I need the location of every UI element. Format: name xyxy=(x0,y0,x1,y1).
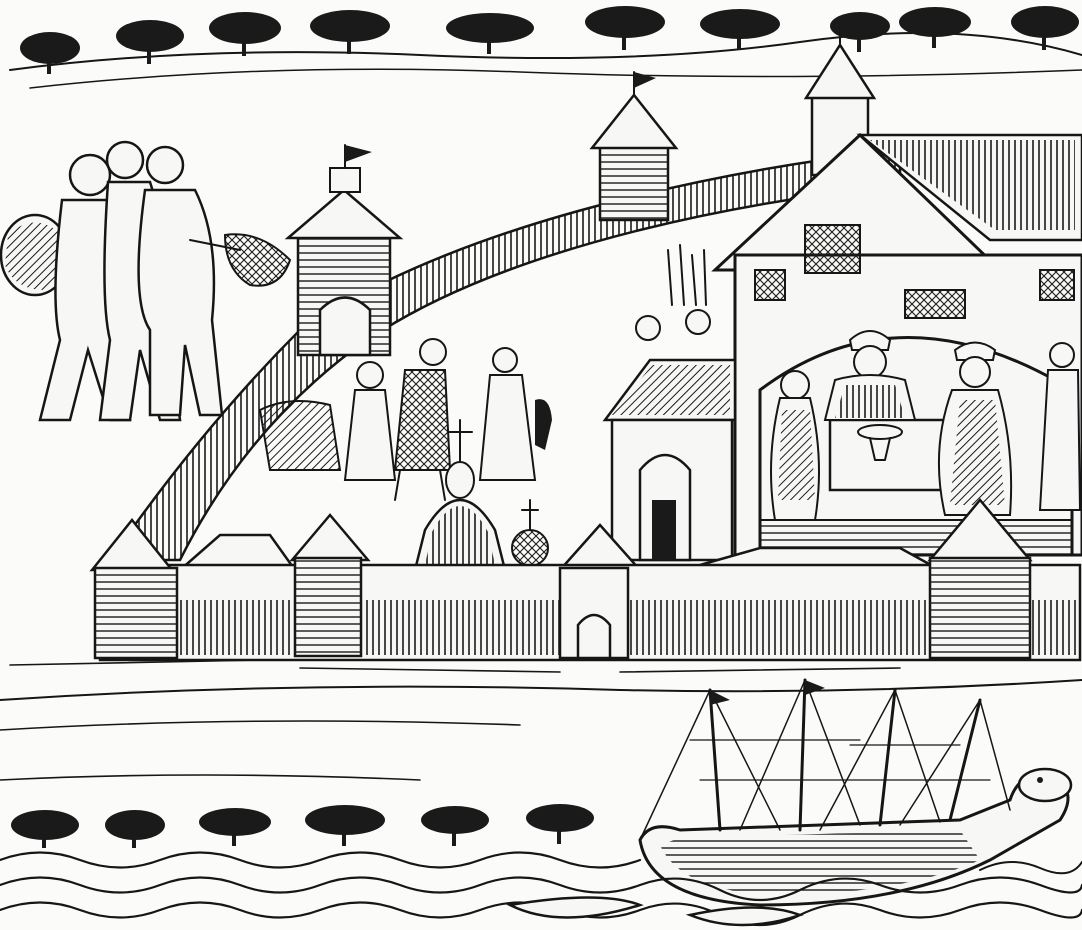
corner-tower-right xyxy=(927,498,1033,660)
tower-left xyxy=(284,144,404,357)
merchant-front xyxy=(137,145,292,417)
tower-middle xyxy=(589,71,679,222)
arch-gate xyxy=(558,566,630,660)
standing-figure-edge xyxy=(1038,342,1082,511)
merchant-group-middle xyxy=(258,338,552,501)
gate-tower xyxy=(289,513,371,658)
top-treeline xyxy=(9,6,1082,89)
shoreline xyxy=(0,659,1082,781)
seated-figures xyxy=(770,330,1082,521)
river-waves xyxy=(0,851,1082,927)
corner-tower-left xyxy=(89,517,179,660)
seated-figure-left xyxy=(770,370,820,521)
bottom-treeline xyxy=(11,804,594,848)
seated-figure-right xyxy=(937,341,1013,516)
lower-fortress xyxy=(89,498,1082,662)
domed-church xyxy=(413,419,549,572)
merchant-group-left xyxy=(0,140,292,422)
seated-figure-center xyxy=(823,330,917,421)
sailing-ships xyxy=(638,678,1073,907)
porch xyxy=(602,244,737,562)
